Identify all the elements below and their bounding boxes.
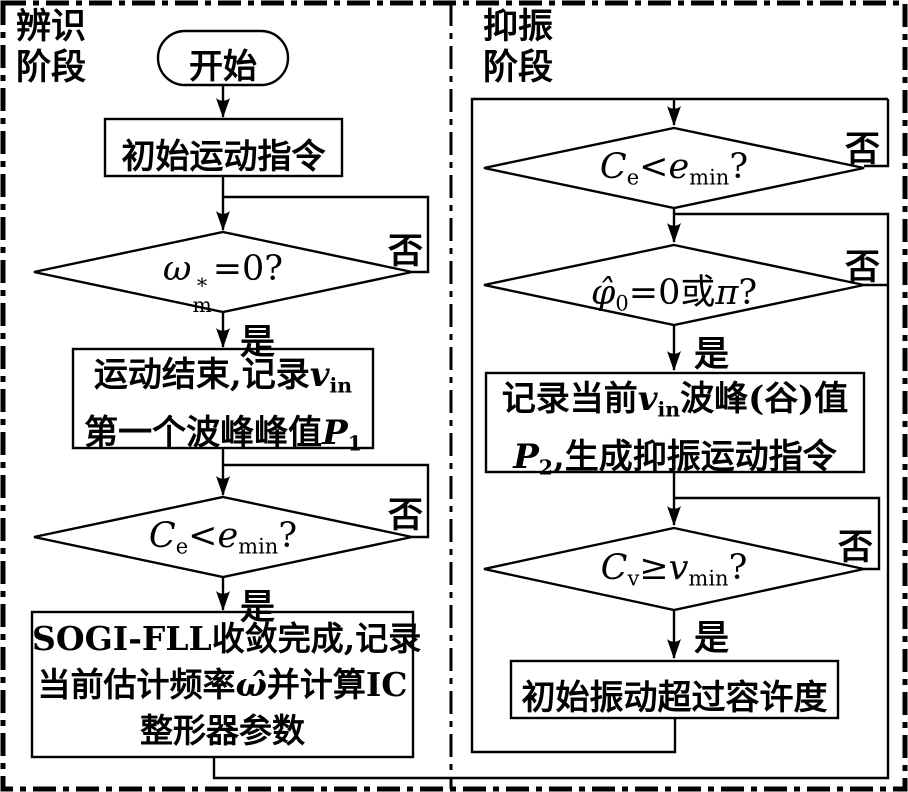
phase-label-identification: 辨识 阶段 bbox=[16, 6, 86, 88]
box-record-peak bbox=[484, 371, 866, 474]
loop-error-left-no bbox=[224, 463, 430, 539]
loop-exceed-to-error-right bbox=[470, 97, 888, 754]
decision-vibration-formula: Cv≥vmin? bbox=[600, 548, 748, 591]
decision-error-right-no-label: 否 bbox=[845, 129, 881, 170]
phase-label-identification-line2: 阶段 bbox=[16, 47, 87, 88]
decision-speed-formula: ω*m=0? bbox=[162, 249, 284, 317]
decision-error-right-formula: Ce<emin? bbox=[599, 147, 749, 190]
decision-speed-yes-label: 是 bbox=[240, 322, 276, 363]
decision-error-left-yes-label: 是 bbox=[240, 587, 276, 628]
decision-error-right bbox=[483, 126, 865, 210]
decision-phase bbox=[483, 243, 865, 327]
decision-phase-no-label: 否 bbox=[845, 247, 881, 288]
start-terminator bbox=[156, 29, 290, 87]
loop-vibration-no bbox=[675, 496, 881, 571]
decision-phase-formula: φ̂0=0或π? bbox=[590, 273, 758, 316]
motion-end-box-label: 运动结束,记录vin 第一个波峰峰值P1 bbox=[73, 352, 373, 467]
decision-error-left bbox=[33, 495, 413, 579]
sogi-line1: SOGI-FLL收敛完成,记录 bbox=[32, 619, 422, 658]
exceed-tolerance-label: 初始振动超过容许度 bbox=[521, 678, 828, 718]
box-exceed-tolerance bbox=[509, 659, 840, 720]
start-label: 开始 bbox=[189, 47, 257, 87]
box-sogi-result bbox=[30, 610, 415, 759]
decision-error-left-no-label: 否 bbox=[388, 495, 424, 536]
box-initial-command bbox=[103, 117, 344, 178]
box-motion-end bbox=[71, 347, 375, 450]
record-peak-line2: P2,生成抑振运动指令 bbox=[513, 436, 837, 480]
phase-label-suppression: 抑振 阶段 bbox=[483, 6, 553, 88]
sogi-line2: 当前估计频率ω̂并计算IC bbox=[37, 665, 408, 704]
phase-label-identification-line1: 辨识 bbox=[16, 6, 87, 47]
sogi-box-label: SOGI-FLL收敛完成,记录 当前估计频率ω̂并计算IC 整形器参数 bbox=[32, 616, 422, 754]
decision-vibration-no-label: 否 bbox=[838, 527, 874, 568]
decision-error-left-formula: Ce<emin? bbox=[148, 516, 298, 559]
motion-end-line2: 第一个波峰峰值P1 bbox=[84, 412, 362, 456]
loop-error-right-no bbox=[864, 99, 890, 168]
phase-label-suppression-line2: 阶段 bbox=[483, 47, 554, 88]
decision-vibration bbox=[483, 526, 865, 612]
initial-command-label: 初始运动指令 bbox=[121, 137, 326, 177]
decision-speed-no-label: 否 bbox=[388, 231, 424, 272]
decision-vibration-yes-label: 是 bbox=[694, 618, 730, 659]
motion-end-line1: 运动结束,记录vin bbox=[93, 355, 353, 398]
loop-speed-no bbox=[224, 195, 430, 274]
connector-sogi-to-phase-decision bbox=[212, 212, 890, 780]
record-peak-box-label: 记录当前vin波峰(谷)值 P2,生成抑振运动指令 bbox=[486, 376, 864, 491]
record-peak-line1: 记录当前vin波峰(谷)值 bbox=[501, 379, 849, 422]
decision-phase-yes-label: 是 bbox=[694, 334, 730, 375]
sogi-line3: 整形器参数 bbox=[140, 711, 305, 750]
phase-label-suppression-line1: 抑振 bbox=[483, 6, 554, 47]
decision-speed-zero bbox=[33, 230, 413, 314]
